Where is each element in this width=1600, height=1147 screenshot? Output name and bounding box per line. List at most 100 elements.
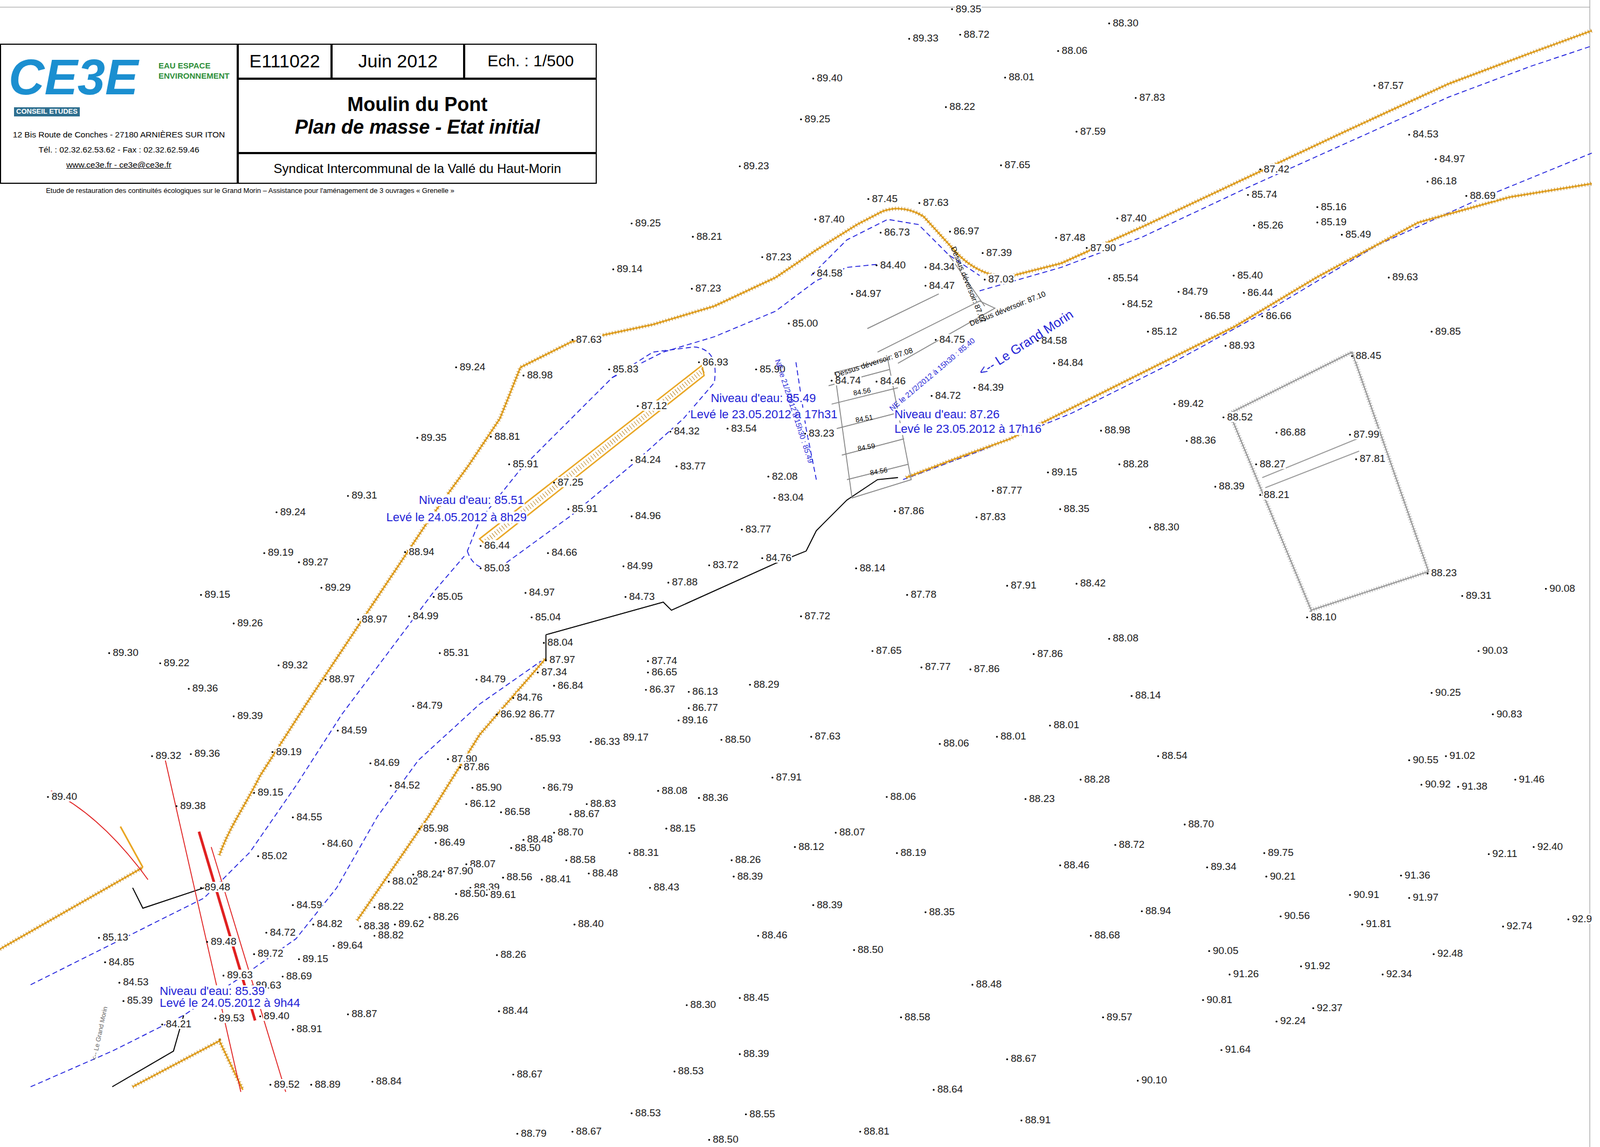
spot-point — [459, 766, 461, 769]
spot-point — [369, 762, 371, 764]
spot-point — [996, 735, 998, 738]
spot-elevation: 88.56 — [506, 871, 534, 882]
spot-point — [930, 395, 933, 397]
spot-elevation: 90.56 — [1283, 910, 1311, 921]
spot-elevation: 88.81 — [863, 1126, 891, 1137]
spot-point — [1173, 403, 1176, 405]
spot-elevation: 84.99 — [412, 610, 440, 622]
spot-elevation: 91.97 — [1412, 892, 1440, 903]
spot-point — [412, 705, 415, 707]
spot-elevation: 89.32 — [155, 750, 183, 761]
spot-elevation: 88.42 — [1079, 577, 1107, 589]
spot-elevation: 85.26 — [1257, 219, 1285, 231]
spot-point — [347, 1013, 349, 1016]
spot-elevation: 83.54 — [730, 423, 758, 434]
spot-elevation: 88.10 — [1309, 611, 1337, 623]
spot-point — [1532, 846, 1535, 848]
spot-point — [259, 1015, 261, 1018]
spot-elevation: 89.40 — [51, 791, 79, 802]
spot-point — [292, 904, 294, 907]
spot-point — [810, 735, 812, 738]
bridge-line — [51, 790, 149, 880]
spot-elevation: 88.35 — [928, 906, 956, 917]
spot-point — [108, 652, 110, 654]
spot-point — [644, 688, 647, 691]
spot-point — [749, 684, 751, 686]
spot-elevation: 88.39 — [736, 871, 764, 882]
spot-point — [1157, 755, 1160, 757]
spot-elevation: 88.69 — [1469, 190, 1497, 201]
spot-elevation: 85.74 — [1251, 189, 1279, 200]
spot-point — [1420, 783, 1423, 786]
spot-point — [677, 719, 680, 722]
spot-elevation: 88.40 — [577, 918, 605, 929]
study-caption: Etude de restauration des continuités éc… — [45, 186, 455, 195]
spot-elevation: 84.55 — [295, 811, 323, 823]
spot-elevation: 89.15 — [257, 787, 285, 798]
spot-elevation: 88.54 — [1161, 750, 1189, 761]
spot-elevation: 91.36 — [1404, 870, 1432, 881]
spot-point — [324, 678, 327, 681]
spot-elevation: 86.44 — [1246, 287, 1274, 298]
spot-point — [389, 784, 392, 787]
spot-elevation: 88.26 — [500, 949, 528, 960]
spot-elevation: 90.83 — [1495, 708, 1523, 720]
water-level-note: Niveau d'eau: 85.51 — [418, 494, 525, 507]
spot-elevation: 87.99 — [1353, 429, 1381, 440]
spot-elevation: 88.93 — [1228, 340, 1256, 351]
spot-point — [665, 828, 667, 830]
spot-elevation: 88.52 — [1226, 411, 1254, 423]
spot-point — [1046, 471, 1049, 474]
spot-point — [322, 843, 324, 845]
spot-elevation: 88.67 — [516, 1069, 544, 1080]
spot-elevation: 90.08 — [1548, 583, 1576, 594]
spot-point — [1228, 973, 1231, 976]
spot-elevation: 89.63 — [1391, 271, 1419, 282]
spot-point — [553, 685, 555, 687]
spot-elevation: 83.04 — [777, 492, 805, 503]
spot-point — [918, 202, 921, 204]
spot-point — [281, 975, 284, 978]
spot-elevation: 88.53 — [677, 1065, 705, 1077]
spot-point — [900, 1016, 902, 1019]
bank-hatch — [0, 867, 244, 1091]
spot-elevation: 88.48 — [591, 867, 619, 879]
spot-point — [1279, 915, 1282, 917]
spot-elevation: 88.94 — [1145, 905, 1172, 916]
spot-point — [1408, 759, 1410, 762]
spot-point — [981, 252, 984, 254]
spot-point — [1408, 897, 1410, 899]
spot-point — [1122, 302, 1124, 305]
spot-elevation: 88.08 — [661, 785, 689, 796]
spot-elevation: 84.99 — [626, 560, 654, 571]
spot-elevation: 89.34 — [1210, 861, 1238, 872]
spot-point — [646, 671, 649, 674]
web-line: www.ce3e.fr - ce3e@ce3e.fr — [1, 160, 237, 170]
logo-subtitle: CONSEIL ETUDES — [14, 107, 80, 117]
water-level-note: Levé le 23.05.2012 à 17h16 — [893, 423, 1043, 436]
spot-point — [1259, 168, 1261, 171]
spot-point — [871, 650, 874, 652]
spot-elevation: 88.87 — [350, 1008, 378, 1019]
spot-point — [332, 945, 335, 947]
spot-elevation: 88.89 — [314, 1079, 342, 1090]
spot-point — [495, 954, 498, 956]
spot-point — [567, 508, 570, 510]
spot-elevation: 92.24 — [1279, 1015, 1307, 1026]
spot-point — [298, 958, 300, 961]
spot-elevation: 85.90 — [475, 782, 503, 793]
spot-point — [310, 1084, 313, 1086]
water-edge — [30, 661, 541, 1087]
spot-elevation: 87.40 — [1120, 212, 1148, 224]
spot-point — [624, 596, 627, 598]
spot-point — [1130, 694, 1133, 697]
spot-point — [1340, 233, 1343, 236]
spot-point — [1501, 925, 1504, 928]
spot-elevation: 92.34 — [1385, 968, 1413, 979]
spot-point — [46, 796, 49, 798]
spot-point — [1136, 1079, 1139, 1082]
spot-point — [726, 427, 729, 430]
bank-line — [357, 658, 547, 921]
spot-point — [312, 923, 314, 926]
